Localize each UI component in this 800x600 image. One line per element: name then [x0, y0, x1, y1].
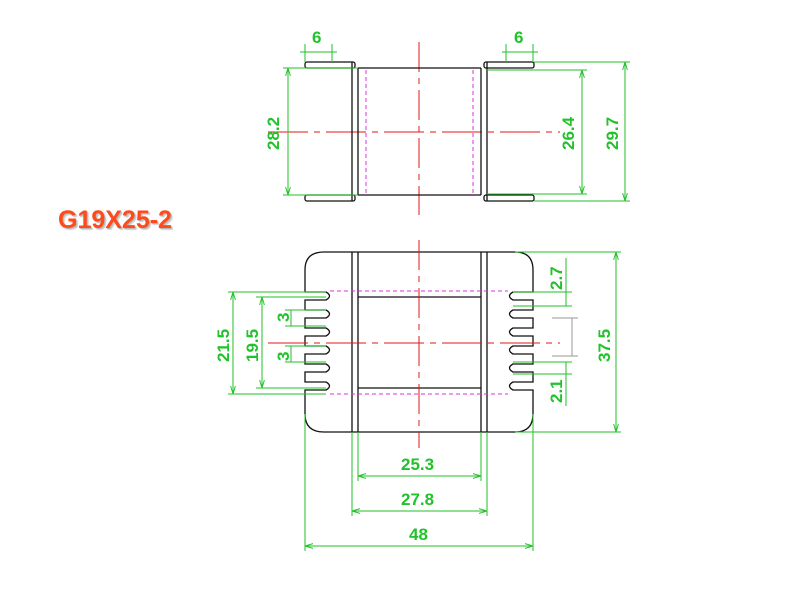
dim-front-right-bottom-gap: 2.1 [547, 379, 566, 403]
dim-front-inner-slot-span: 19.5 [243, 329, 262, 362]
front-view: 21.5 19.5 3 3 2.7 2.1 37.5 [214, 240, 621, 551]
dim-front-right-top-gap: 2.7 [547, 266, 566, 290]
dim-front-outer-slot-span: 21.5 [214, 329, 233, 362]
dim-front-slot-lower: 3 [274, 352, 293, 361]
dim-front-inner-width: 25.3 [401, 455, 434, 474]
dim-top-inner-height: 28.2 [264, 117, 283, 150]
dim-front-mid-width: 27.8 [401, 490, 434, 509]
top-flange-right-lower [483, 194, 535, 202]
model-title: G19X25-2 [58, 206, 172, 234]
top-flange-left-lower [304, 194, 356, 202]
top-view: 6 6 28.2 26.4 29.7 [264, 28, 630, 215]
dim-top-flange-left: 6 [312, 28, 321, 47]
top-flange-left-upper [304, 61, 356, 69]
top-flange-right-upper [483, 61, 535, 69]
dim-front-total-height: 37.5 [595, 329, 614, 362]
dim-top-flange-right: 6 [514, 28, 523, 47]
dim-front-slot-upper: 3 [274, 313, 293, 322]
dim-front-total-width: 48 [409, 525, 428, 544]
dim-top-total-height: 29.7 [603, 117, 622, 150]
dim-top-core-height: 26.4 [559, 116, 578, 150]
